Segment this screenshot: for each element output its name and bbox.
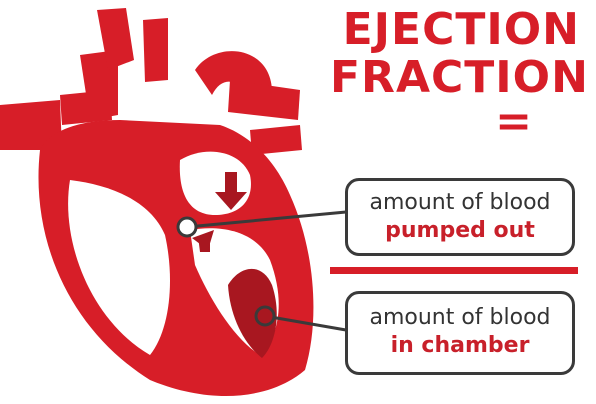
denominator-line-1: amount of blood (369, 305, 550, 330)
connector-dot-bottom (256, 307, 274, 325)
numerator-box: amount of blood pumped out (345, 178, 575, 256)
title-line-2: FRACTION (330, 54, 580, 102)
fraction-divider (330, 267, 578, 274)
ejection-fraction-title: EJECTION FRACTION = (330, 6, 580, 142)
numerator-line-1: amount of blood (369, 190, 550, 215)
denominator-line-2: in chamber (348, 332, 572, 360)
title-line-1: EJECTION (330, 6, 580, 54)
numerator-line-2: pumped out (348, 217, 572, 245)
connector-dot-top (178, 218, 196, 236)
equals-sign: = (454, 102, 574, 142)
denominator-box: amount of blood in chamber (345, 291, 575, 375)
